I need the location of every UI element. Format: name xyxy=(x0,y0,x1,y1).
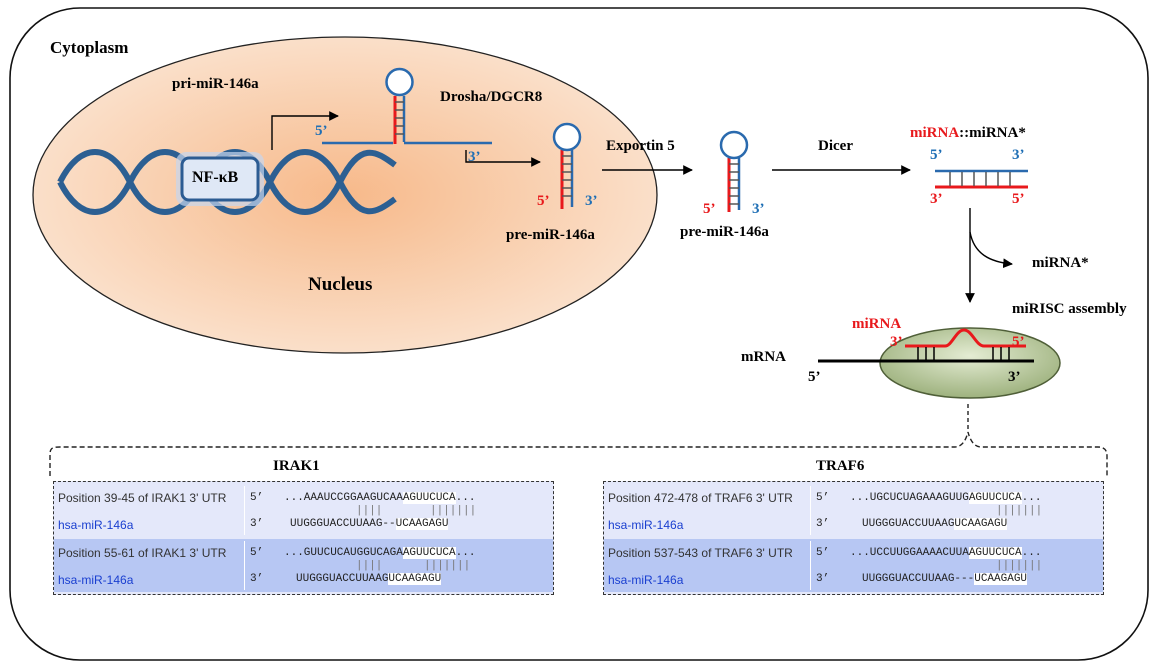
utr-five-label: 5’ xyxy=(250,547,264,559)
mrna-three-prime: 3’ xyxy=(1008,369,1021,385)
pri-mirna-five-prime: 5’ xyxy=(315,123,328,139)
mirna-sequence: UUGGGUACCUUAAGUCAAGAGU xyxy=(862,518,1008,530)
bound-three-prime: 3’ xyxy=(890,334,903,350)
nfkb-label: NF-κB xyxy=(192,169,239,186)
mirisc-label: miRISC assembly xyxy=(1012,301,1127,317)
transcription-arrow xyxy=(271,111,339,150)
bound-basepairs xyxy=(917,347,1010,360)
traf6-title: TRAF6 xyxy=(816,458,865,474)
mirna-name: hsa-miR-146a xyxy=(58,573,134,587)
duplex-five-prime: 5’ xyxy=(930,147,943,163)
pri-mirna-basepairs xyxy=(395,101,404,135)
utr-five-label: 5’ xyxy=(250,492,264,504)
pre-mirna-cytoplasm-label: pre-miR-146a xyxy=(680,224,769,240)
mirna-sequence: UUGGGUACCUUAAG--UCAAGAGU xyxy=(290,518,449,530)
column-divider xyxy=(244,541,245,590)
utr-position: Position 39-45 of IRAK1 3' UTR xyxy=(58,491,227,505)
table-row: Position 472-478 of TRAF6 3' UTR hsa-miR… xyxy=(604,484,1103,537)
seed-pairing-b: ||||||| xyxy=(424,560,471,572)
mirna-name: hsa-miR-146a xyxy=(608,573,684,587)
mrna-label: mRNA xyxy=(741,349,786,365)
utr-sequence: ...UCCUUGGAAAACUUAAGUUCUCA... xyxy=(850,547,1042,559)
nfkb-box xyxy=(180,156,260,202)
pre-mirna-n-basepairs xyxy=(562,155,572,197)
mirna-three-label: 3’ xyxy=(250,573,264,585)
pre-mirna-c-five-prime: 5’ xyxy=(703,201,716,217)
drosha-label: Drosha/DGCR8 xyxy=(440,89,543,105)
risc-complex xyxy=(879,327,1061,399)
pre-mirna-n-loop xyxy=(552,122,582,152)
pre-mirna-c-loop xyxy=(719,130,749,160)
mrna-five-prime: 5’ xyxy=(808,369,821,385)
traf6-table: Position 472-478 of TRAF6 3' UTR hsa-miR… xyxy=(603,481,1104,595)
pre-mirna-nucleus-label: pre-miR-146a xyxy=(506,227,595,243)
exportin-label: Exportin 5 xyxy=(606,138,675,154)
star-release-arrow xyxy=(969,231,1013,269)
column-divider xyxy=(810,541,811,590)
nucleus-label: Nucleus xyxy=(308,274,373,295)
irak1-title: IRAK1 xyxy=(273,458,320,474)
column-divider xyxy=(810,486,811,535)
mirna-name: hsa-miR-146a xyxy=(58,518,134,532)
column-divider xyxy=(244,486,245,535)
utr-sequence: ...GUUCUCAUGGUCAGAAGUUCUCA... xyxy=(284,547,476,559)
seed-pairing-a: |||| xyxy=(356,560,383,572)
mirna-three-label: 3’ xyxy=(816,518,830,530)
irak1-table: Position 39-45 of IRAK1 3' UTR hsa-miR-1… xyxy=(53,481,554,595)
pri-mirna-loop xyxy=(385,67,414,97)
seed-pairing-b: ||||||| xyxy=(996,505,1043,517)
mirna-three-label: 3’ xyxy=(250,518,264,530)
utr-five-label: 5’ xyxy=(816,547,830,559)
table-row: Position 537-543 of TRAF6 3' UTR hsa-miR… xyxy=(604,539,1103,592)
duplex-label: miRNA::miRNA* xyxy=(910,126,1026,141)
pri-mirna-label: pri-miR-146a xyxy=(172,76,259,92)
table-row: Position 39-45 of IRAK1 3' UTR hsa-miR-1… xyxy=(54,484,553,537)
duplex-three-prime-red: 3’ xyxy=(930,191,943,207)
duplex-star-label: miRNA* xyxy=(969,125,1026,141)
pre-mirna-c-three-prime: 3’ xyxy=(752,201,765,217)
pre-mirna-c-basepairs xyxy=(729,163,739,205)
utr-position: Position 472-478 of TRAF6 3' UTR xyxy=(608,491,793,505)
duplex-five-prime-red: 5’ xyxy=(1012,191,1025,207)
seed-pairing-a: |||| xyxy=(356,505,383,517)
duplex-separator: :: xyxy=(959,125,970,141)
pri-mirna-three-prime: 3’ xyxy=(468,149,481,165)
mirna-three-label: 3’ xyxy=(816,573,830,585)
drosha-arrow xyxy=(465,150,541,167)
duplex-basepairs xyxy=(949,172,1011,186)
utr-sequence: ...UGCUCUAGAAAGUUGAGUUCUCA... xyxy=(850,492,1042,504)
duplex-mirna-label: miRNA xyxy=(910,125,960,141)
pre-mirna-n-three-prime: 3’ xyxy=(585,193,598,209)
dicer-label: Dicer xyxy=(818,138,853,154)
duplex-three-prime: 3’ xyxy=(1012,147,1025,163)
callout-bracket xyxy=(49,431,1108,476)
table-row: Position 55-61 of IRAK1 3' UTR hsa-miR-1… xyxy=(54,539,553,592)
mirna-name: hsa-miR-146a xyxy=(608,518,684,532)
utr-five-label: 5’ xyxy=(816,492,830,504)
pre-mirna-n-five-prime: 5’ xyxy=(537,193,550,209)
seed-pairing-b: ||||||| xyxy=(996,560,1043,572)
utr-position: Position 55-61 of IRAK1 3' UTR xyxy=(58,546,227,560)
seed-pairing-b: ||||||| xyxy=(430,505,477,517)
utr-position: Position 537-543 of TRAF6 3' UTR xyxy=(608,546,793,560)
dna-strand-b xyxy=(57,149,397,215)
cytoplasm-label: Cytoplasm xyxy=(50,38,129,57)
bound-five-prime: 5’ xyxy=(1012,334,1025,350)
utr-sequence: ...AAAUCCGGAAGUCAAAGUUCUCA... xyxy=(284,492,476,504)
mirna-sequence: UUGGGUACCUUAAGUCAAGAGU xyxy=(296,573,442,585)
bound-mirna-label: miRNA xyxy=(852,316,902,332)
bound-mirna-strand xyxy=(905,328,1026,348)
mirna-sequence: UUGGGUACCUUAAG---UCAAGAGU xyxy=(862,573,1028,585)
released-star-label: miRNA* xyxy=(1032,255,1089,271)
